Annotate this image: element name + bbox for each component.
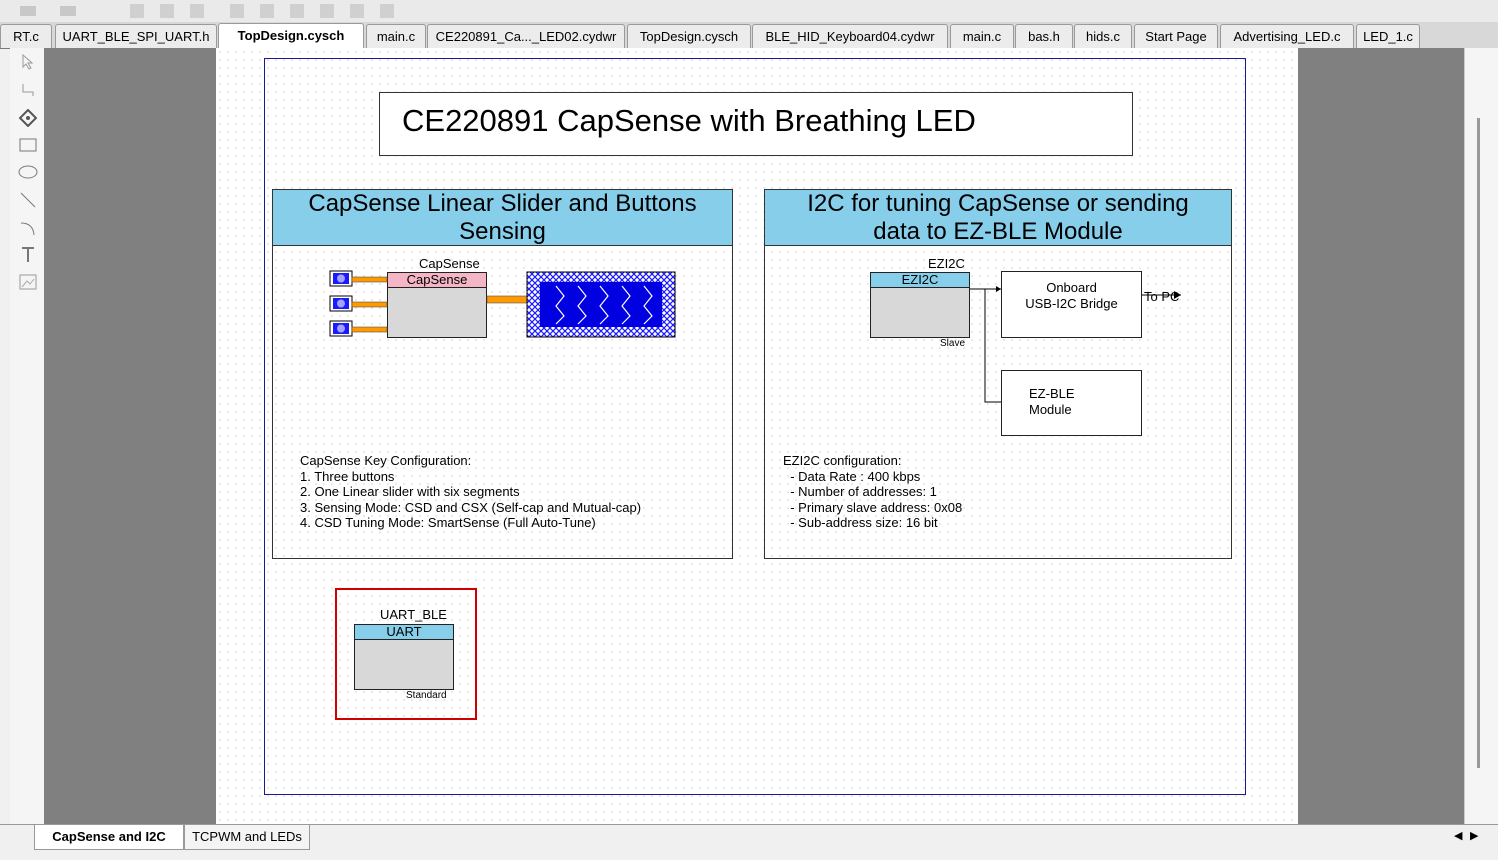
to-pc-label: To PC [1144, 289, 1180, 304]
toolbar [0, 0, 1498, 22]
i2c-header-line1: I2C for tuning CapSense or sending [807, 190, 1189, 217]
capsense-panel: CapSense Linear Slider and Buttons Sensi… [272, 189, 733, 559]
image-tool-icon[interactable] [18, 272, 38, 292]
ezble-label-line2: Module [1029, 402, 1072, 417]
schematic-title: CE220891 CapSense with Breathing LED [379, 92, 1133, 156]
sheet-scroll-right-icon[interactable]: ▶ [1470, 830, 1479, 842]
i2c-panel-header: I2C for tuning CapSense or sending data … [765, 190, 1231, 246]
capsense-instance-name: CapSense [419, 256, 480, 271]
button-terminal-3-icon [329, 320, 353, 337]
tab-bas-h[interactable]: bas.h [1015, 24, 1073, 48]
tab-led-1-c[interactable]: LED_1.c [1356, 24, 1420, 48]
tab-rt-c[interactable]: RT.c [0, 24, 52, 48]
capsense-config-notes: CapSense Key Configuration: 1. Three but… [300, 453, 642, 530]
text-tool-icon[interactable] [18, 245, 38, 265]
line-tool-icon[interactable] [18, 190, 38, 210]
component-tool-icon[interactable] [18, 108, 38, 128]
tab-ce220891-cydwr[interactable]: CE220891_Ca..._LED02.cydwr [427, 24, 625, 48]
capsense-component-type: CapSense [388, 273, 486, 288]
toolbar-icons [20, 4, 394, 18]
tab-ble-hid-keyboard04-cydwr[interactable]: BLE_HID_Keyboard04.cydwr [752, 24, 948, 48]
ezble-label-line1: EZ-BLE [1029, 386, 1075, 401]
pointer-tool-icon[interactable] [18, 52, 38, 72]
i2c-panel: I2C for tuning CapSense or sending data … [764, 189, 1232, 559]
tab-main-c[interactable]: main.c [366, 24, 426, 48]
usb-i2c-bridge-block: Onboard USB-I2C Bridge [1001, 271, 1142, 338]
ellipse-tool-icon[interactable] [18, 162, 38, 182]
capsense-panel-header: CapSense Linear Slider and Buttons Sensi… [273, 190, 732, 246]
tab-topdesign-cysch-active[interactable]: TopDesign.cysch [218, 23, 364, 49]
rectangle-tool-icon[interactable] [18, 135, 38, 155]
uart-instance-name: UART_BLE [380, 607, 447, 622]
capsense-header-line1: CapSense Linear Slider and Buttons [308, 190, 697, 217]
tab-main-c-2[interactable]: main.c [950, 24, 1014, 48]
arc-tool-icon[interactable] [18, 218, 38, 238]
ez-ble-module-block: EZ-BLE Module [1001, 370, 1142, 436]
uart-component-type: UART [355, 625, 453, 640]
capsense-component[interactable]: CapSense [387, 272, 487, 338]
uart-component[interactable]: UART [354, 624, 454, 690]
sheet-scroll-left-icon[interactable]: ◀ [1454, 830, 1463, 842]
linear-slider-icon [526, 271, 676, 338]
uart-mode-label: Standard [406, 690, 447, 701]
ezi2c-config-notes: EZI2C configuration: - Data Rate : 400 k… [783, 453, 963, 530]
tab-hids-c[interactable]: hids.c [1074, 24, 1132, 48]
slider-bus-wire [486, 295, 528, 304]
button-terminal-2-icon [329, 295, 353, 312]
bridge-label-line2: USB-I2C Bridge [1025, 296, 1118, 311]
uart-selection-highlight [335, 588, 477, 720]
capsense-wiring [329, 270, 676, 338]
sheet-tab-bar: CapSense and I2C TCPWM and LEDs ◀ ▶ [0, 824, 1498, 860]
sheet-tab-tcpwm-and-leds[interactable]: TCPWM and LEDs [184, 825, 310, 850]
button-wires [351, 276, 388, 333]
tab-advertising-led-c[interactable]: Advertising_LED.c [1220, 24, 1354, 48]
tab-start-page[interactable]: Start Page [1134, 24, 1218, 48]
ezi2c-component[interactable]: EZI2C [870, 272, 970, 338]
ezi2c-mode-label: Slave [940, 338, 966, 349]
i2c-wiring [970, 286, 1181, 403]
ezi2c-instance-name: EZI2C [928, 256, 965, 271]
schematic-frame [264, 58, 1246, 795]
capsense-header-line2: Sensing [459, 218, 546, 245]
vertical-scroll-thumb[interactable] [1477, 118, 1480, 768]
wire-tool-icon[interactable] [18, 80, 38, 100]
schematic-sheet[interactable] [216, 48, 1298, 824]
bridge-label-line1: Onboard [1046, 280, 1097, 295]
button-terminal-1-icon [329, 270, 353, 287]
i2c-header-line2: data to EZ-BLE Module [873, 218, 1123, 245]
tab-topdesign-cysch[interactable]: TopDesign.cysch [627, 24, 751, 48]
sheet-tab-capsense-and-i2c[interactable]: CapSense and I2C [34, 825, 184, 850]
ezi2c-component-type: EZI2C [871, 273, 969, 288]
document-tab-bar: RT.c UART_BLE_SPI_UART.h TopDesign.cysch… [0, 22, 1498, 60]
tool-palette [10, 48, 45, 824]
vertical-scrollbar[interactable] [1464, 48, 1498, 824]
tab-uart-ble-spi-uart-h[interactable]: UART_BLE_SPI_UART.h [55, 24, 217, 48]
